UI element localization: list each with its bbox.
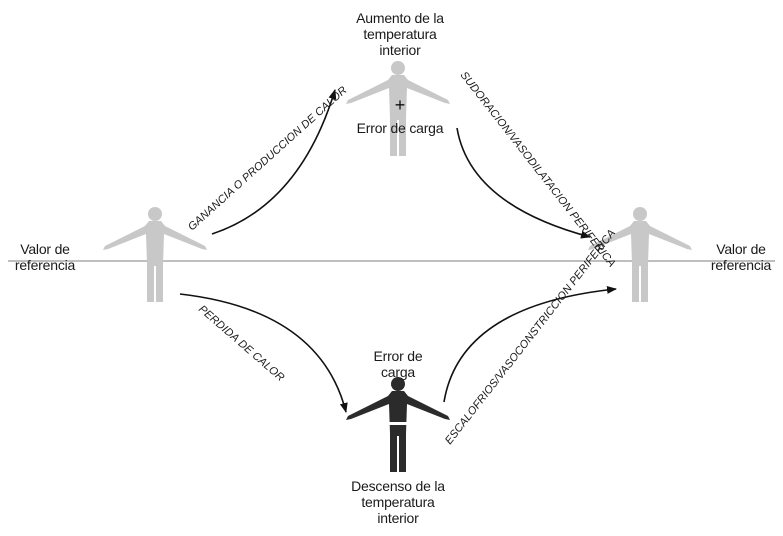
top-title-label: Aumento de la temperatura interior	[356, 10, 444, 58]
label-sweat-vasodilation: SUDORACION/VASODILATACION PERIFERICA	[458, 69, 618, 269]
label-heat-loss: PERDIDA DE CALOR	[196, 303, 286, 384]
right-reference-label: Valor de referencia	[710, 241, 772, 273]
minus-sign	[384, 422, 412, 425]
arrow-sweat-vasodilation	[456, 127, 591, 239]
label-shivers-vasoconstriction: ESCALOFRIOS/VASOCONSTRICCION PERIFERICA	[443, 227, 618, 446]
arrow-heat-loss	[179, 293, 348, 413]
bottom-title-label: Descenso de la temperatura interior	[351, 478, 445, 526]
arrow-heat-gain	[211, 89, 337, 235]
left-reference-label: Valor de referencia	[14, 241, 76, 273]
arrow-shivers-vasoconstriction	[443, 285, 617, 403]
plus-sign: +	[395, 95, 406, 115]
bottom-error-label: Error de carga	[373, 348, 423, 380]
label-heat-gain: GANANCIA O PRODUCCION DE CALOR	[186, 84, 349, 233]
top-error-label: Error de carga	[356, 120, 444, 136]
